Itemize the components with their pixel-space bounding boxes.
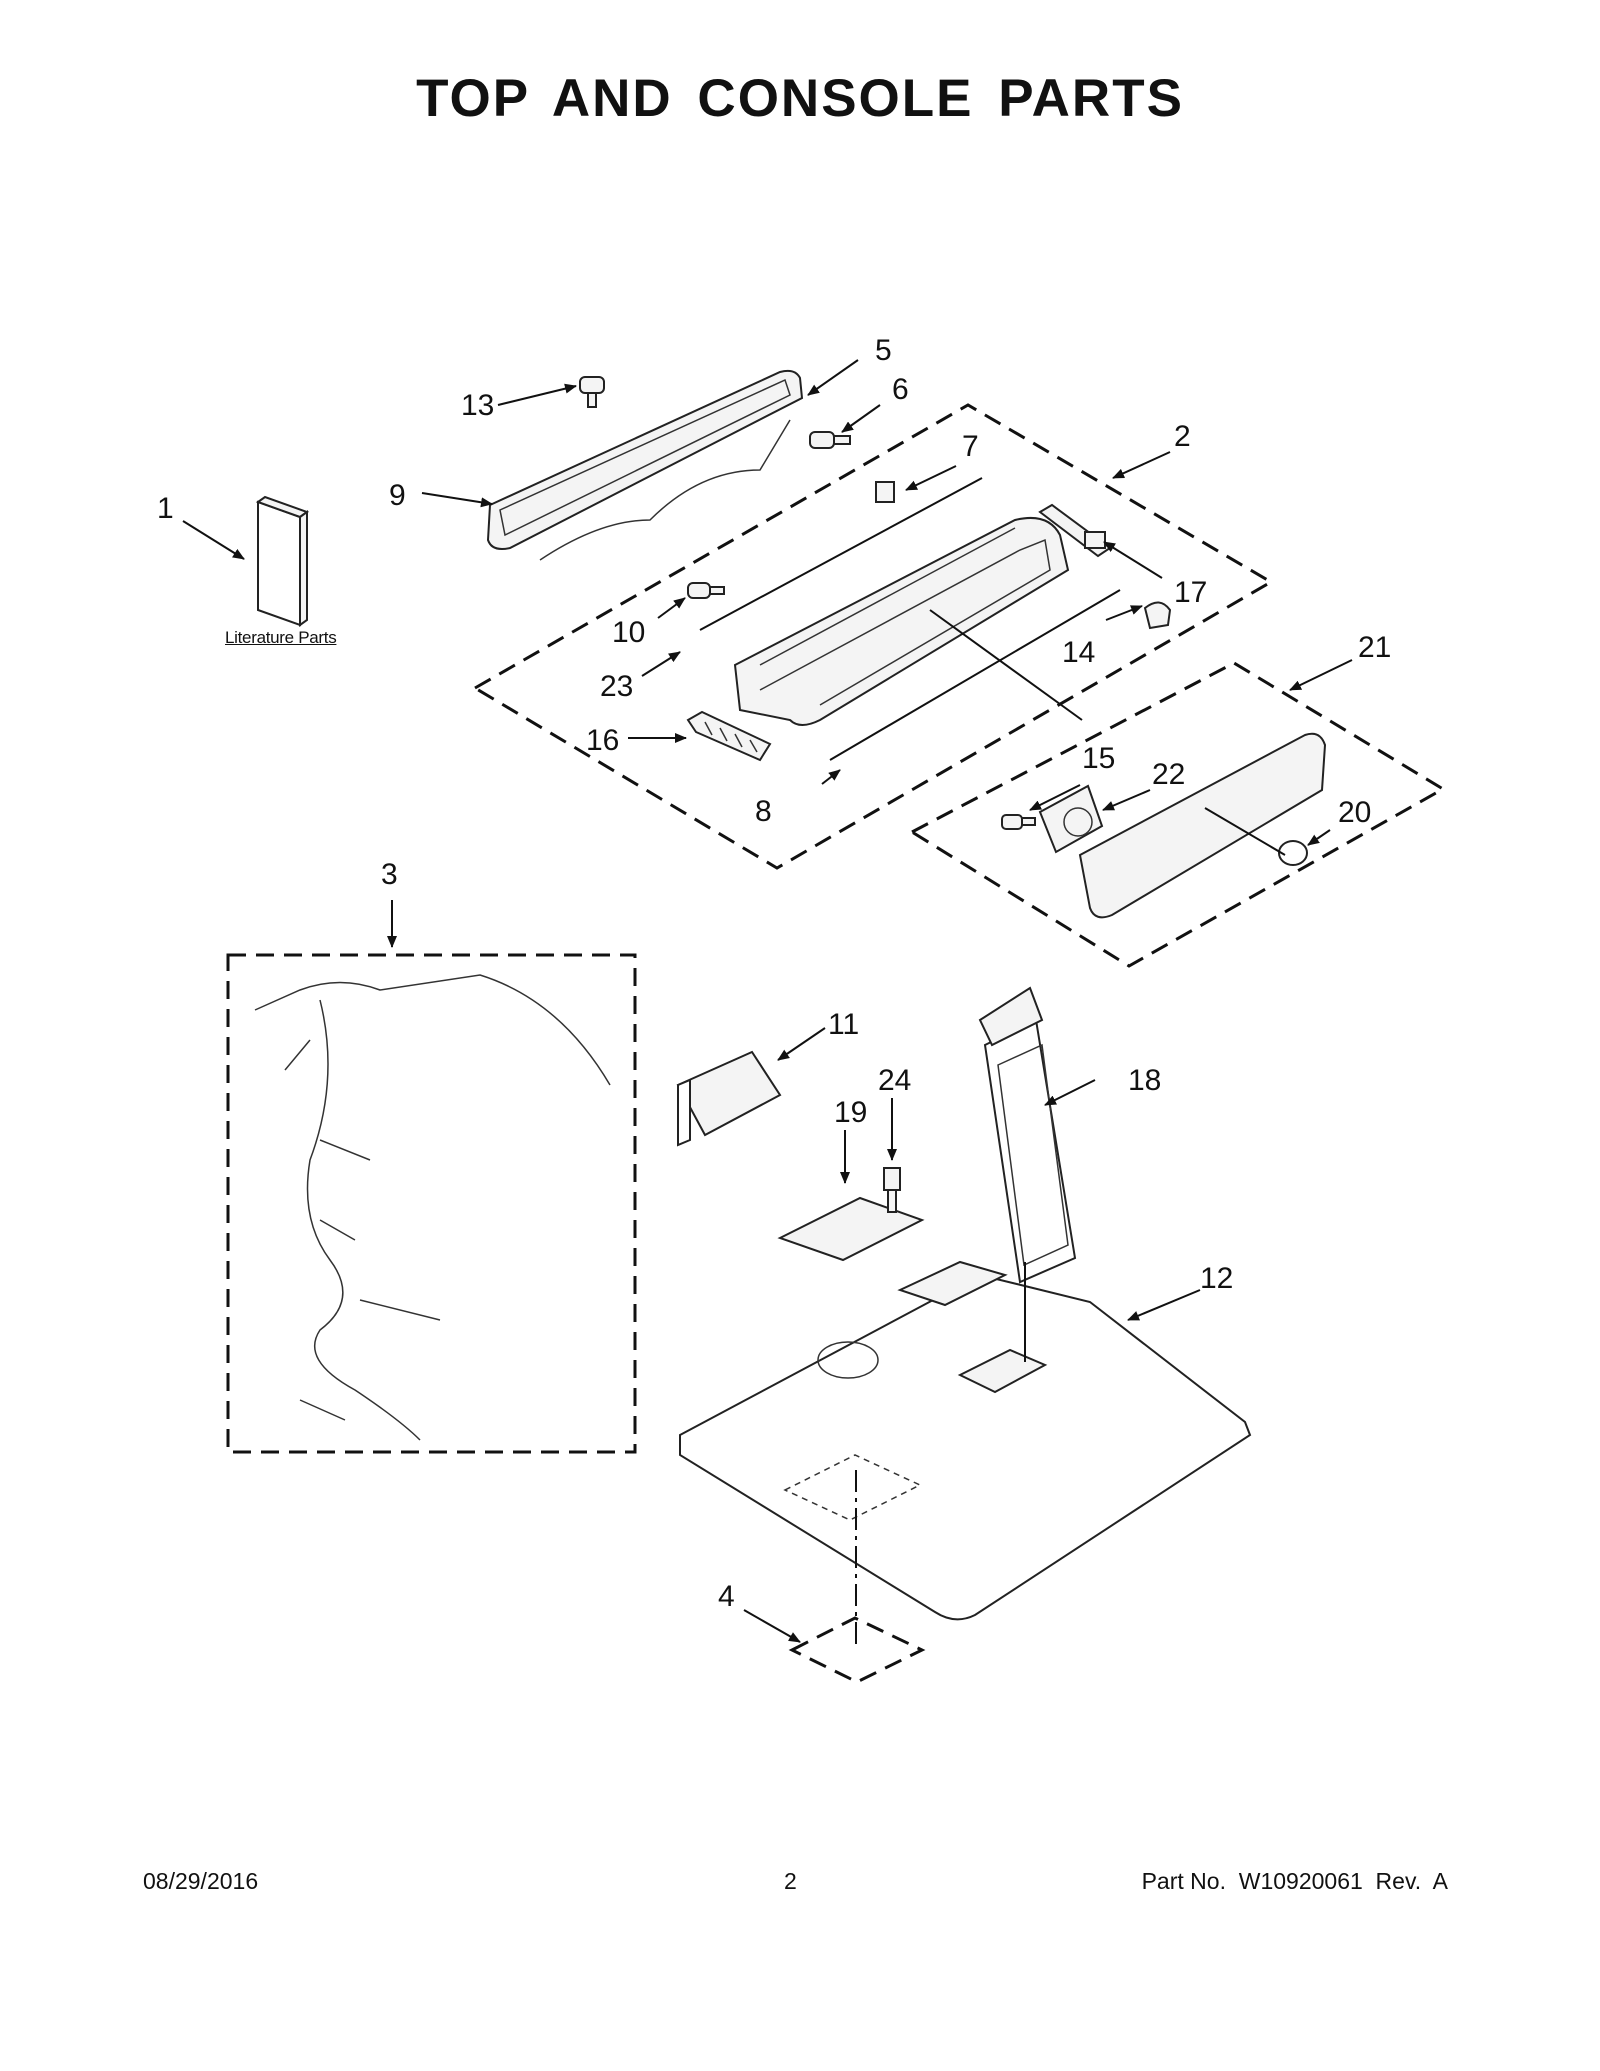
console-trim-frame — [486, 369, 804, 561]
footer-page-number: 2 — [784, 1868, 797, 1894]
callout-21: 21 — [1358, 631, 1391, 664]
footer-date: 08/29/2016 — [143, 1868, 259, 1894]
callout-23: 23 — [600, 670, 633, 703]
screw-13 — [579, 376, 605, 408]
callout-19: 19 — [834, 1096, 867, 1129]
callout-7: 7 — [962, 430, 979, 463]
group-21-outline — [908, 661, 1446, 968]
callout-18: 18 — [1128, 1064, 1161, 1097]
callout-15: 15 — [1082, 742, 1115, 775]
screw-10 — [687, 582, 725, 599]
console-centerline — [929, 609, 1083, 721]
wire-harness-3 — [254, 974, 611, 1441]
top-panel-12 — [679, 1260, 1252, 1621]
lint-screen-18 — [978, 986, 1077, 1284]
strip-8 — [829, 589, 1121, 761]
fan-module-22 — [1038, 784, 1104, 854]
callout-14: 14 — [1062, 636, 1095, 669]
leader-lines — [182, 359, 1353, 1643]
callout-8: 8 — [755, 795, 772, 828]
callout-4: 4 — [718, 1580, 735, 1613]
callout-17: 17 — [1174, 576, 1207, 609]
screw-24 — [883, 1167, 901, 1213]
strip-23 — [699, 477, 983, 631]
callout-9: 9 — [389, 479, 406, 512]
control-board-11 — [676, 1050, 782, 1147]
callout-5: 5 — [875, 334, 892, 367]
callout-3: 3 — [381, 858, 398, 891]
group-2-outline — [472, 403, 1274, 870]
callout-10: 10 — [612, 616, 645, 649]
callout-16: 16 — [586, 724, 619, 757]
callout-24: 24 — [878, 1064, 911, 1097]
clip-14 — [1143, 601, 1172, 630]
literature-booklet — [255, 495, 310, 627]
plate-19 — [777, 1196, 925, 1262]
console-panel-21 — [1078, 732, 1327, 919]
callout-11: 11 — [828, 1008, 859, 1041]
callout-1: 1 — [157, 492, 174, 525]
callout-6: 6 — [892, 373, 909, 406]
page-title: TOP AND CONSOLE PARTS — [416, 69, 1184, 128]
group-3-outline — [226, 953, 637, 1454]
clip-7 — [875, 481, 895, 503]
console-body — [733, 516, 1070, 726]
callout-13: 13 — [461, 389, 494, 422]
callout-12: 12 — [1200, 1262, 1233, 1295]
callout-22: 22 — [1152, 758, 1185, 791]
screw-15 — [1001, 814, 1036, 830]
callout-2: 2 — [1174, 420, 1191, 453]
knob-20 — [1278, 840, 1308, 866]
callout-20: 20 — [1338, 796, 1371, 829]
bracket-16 — [686, 710, 772, 762]
screw-6 — [809, 431, 851, 449]
footer-part-number: Part No. W10920061 Rev. A — [1141, 1868, 1448, 1894]
panel-centerline — [1204, 807, 1286, 856]
callout-labels: 1 2 3 4 5 6 7 8 9 10 11 12 13 14 15 16 1… — [157, 334, 1391, 1613]
part-4-outline — [788, 1616, 926, 1684]
literature-parts-label: Literature Parts — [225, 628, 337, 647]
